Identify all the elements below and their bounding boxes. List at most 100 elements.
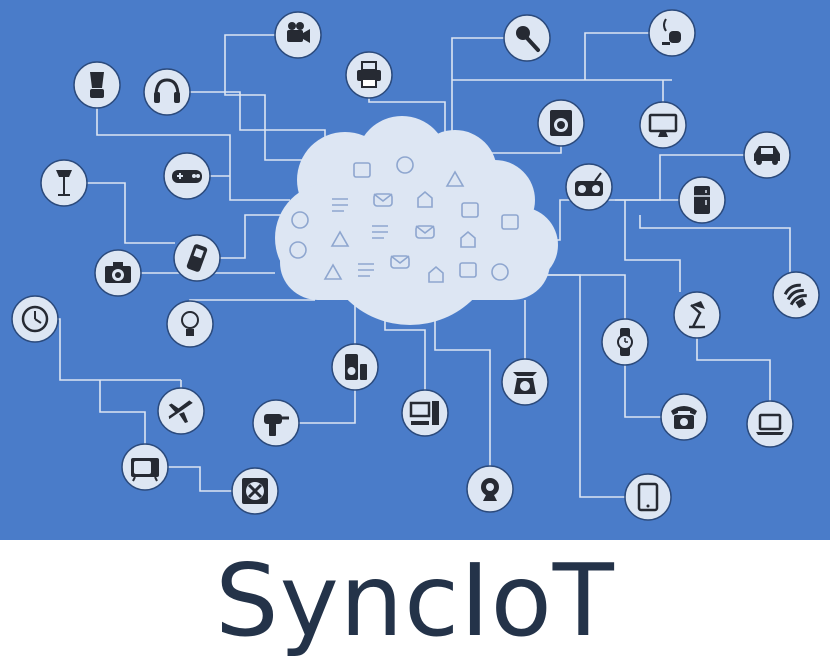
database-icon — [445, 170, 465, 187]
connection-line — [624, 200, 681, 292]
email-icon — [461, 202, 479, 218]
connection-line — [434, 305, 491, 489]
device-node-phone — [173, 234, 221, 282]
device-node-webcam — [466, 465, 514, 513]
device-node-car — [743, 131, 791, 179]
connection-line — [145, 466, 255, 492]
airplane-icon — [168, 400, 193, 423]
device-node-clock — [11, 295, 59, 343]
device-node-tv — [121, 443, 169, 491]
connection-line — [96, 85, 290, 201]
monitor-icon — [459, 262, 477, 278]
music-icon — [501, 214, 519, 230]
mobile-phone-icon — [186, 244, 208, 272]
radio-icon — [575, 172, 603, 196]
gamepad-icon — [172, 170, 202, 183]
device-node-bulb — [166, 300, 214, 348]
speaker-icon — [345, 354, 367, 380]
camcorder-icon — [287, 22, 310, 43]
fridge-icon — [694, 186, 710, 214]
webcam-icon — [481, 478, 499, 501]
device-node-blender — [73, 61, 121, 109]
chat-icon — [330, 230, 350, 247]
device-node-watch — [601, 318, 649, 366]
cart-icon — [417, 190, 433, 208]
vacuum-icon — [662, 18, 681, 45]
cloud-sync-icon — [428, 265, 444, 283]
device-nodes — [11, 9, 820, 521]
device-node-laptop — [746, 400, 794, 448]
chip-icon — [460, 230, 476, 248]
cursor-icon — [332, 198, 348, 212]
device-node-fan — [231, 467, 279, 515]
connection-line — [584, 32, 672, 80]
connection-line — [696, 338, 771, 424]
device-node-computer — [401, 389, 449, 437]
connection-line — [224, 34, 340, 161]
brand-banner: SyncIoT — [0, 540, 830, 669]
device-node-camcorder — [274, 11, 322, 59]
car-icon — [754, 146, 780, 165]
location-icon — [291, 211, 309, 229]
device-node-fridge — [678, 176, 726, 224]
telephone-icon — [671, 406, 697, 429]
image-icon — [390, 255, 410, 269]
headphones-icon — [154, 78, 180, 103]
monitor-icon — [648, 113, 678, 137]
device-node-lamp — [40, 159, 88, 207]
microphone-icon — [516, 26, 540, 52]
device-node-telephone — [660, 393, 708, 441]
device-node-camera — [94, 249, 142, 297]
kitchen-scale-icon — [513, 372, 537, 394]
light-bulb-icon — [181, 311, 199, 336]
ghost-icon — [358, 263, 374, 277]
device-node-monitor — [639, 101, 687, 149]
connection-line — [451, 37, 527, 150]
cfl-bulb-icon — [783, 283, 807, 309]
cloud-icon — [275, 116, 558, 325]
washing-machine-icon — [550, 110, 572, 136]
brand-title: SyncIoT — [215, 541, 615, 659]
retro-tv-icon — [131, 458, 159, 482]
clock-icon — [289, 241, 307, 259]
home-icon — [373, 193, 393, 207]
blender-icon — [90, 72, 104, 98]
device-node-washer — [537, 99, 585, 147]
laptop-icon — [756, 413, 784, 435]
device-node-bulb-cfl — [772, 271, 820, 319]
wifi-icon — [396, 156, 414, 174]
tablet-icon — [637, 482, 659, 512]
device-node-scale — [501, 358, 549, 406]
settings-icon — [491, 263, 509, 281]
camera-icon — [105, 262, 131, 283]
search-icon — [372, 225, 388, 239]
desktop-computer-icon — [409, 401, 439, 425]
iot-network-diagram — [0, 0, 830, 540]
device-node-airplane — [157, 387, 205, 435]
device-node-headphones — [143, 68, 191, 116]
connection-line — [99, 380, 146, 467]
shopping-bag-icon — [353, 162, 371, 178]
fan-icon — [242, 478, 268, 504]
connection-line — [639, 215, 791, 295]
connection-line — [197, 214, 285, 259]
connection-line — [64, 182, 175, 244]
printer-icon — [357, 61, 381, 88]
device-node-desk-lamp — [673, 291, 721, 339]
device-node-radio — [565, 163, 613, 211]
device-node-drill — [252, 399, 300, 447]
device-node-tablet — [624, 473, 672, 521]
cloud — [275, 116, 558, 325]
desk-lamp-icon — [689, 301, 705, 329]
device-node-gamepad — [163, 152, 211, 200]
device-node-printer — [345, 51, 393, 99]
calendar-icon — [415, 225, 435, 239]
device-node-microphone — [503, 14, 551, 62]
watch-icon — [617, 328, 633, 356]
device-node-vacuum — [648, 9, 696, 57]
wall-clock-icon — [21, 305, 49, 333]
drill-icon — [264, 414, 289, 436]
floor-lamp-icon — [56, 170, 72, 196]
chart-icon — [323, 263, 343, 280]
